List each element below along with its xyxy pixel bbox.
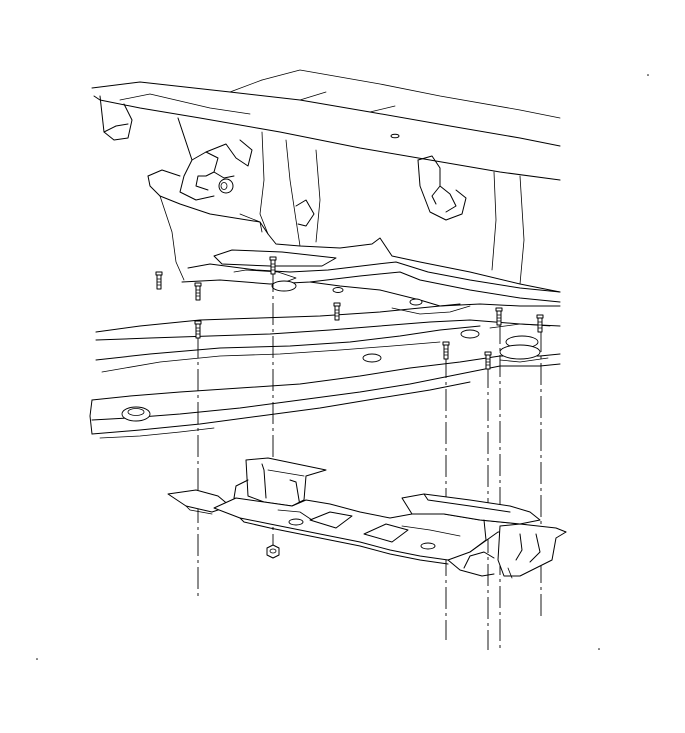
- mounting-studs: [155, 256, 544, 370]
- stud: [333, 302, 341, 321]
- stud: [269, 256, 277, 275]
- skid-plate-shield: [167, 457, 567, 579]
- stud: [194, 282, 202, 301]
- stud: [155, 271, 163, 290]
- assembly-center-lines: [197, 270, 542, 650]
- stud: [194, 320, 202, 339]
- stud: [495, 307, 503, 326]
- hex-nut: [266, 544, 280, 559]
- stud: [442, 341, 450, 360]
- stud: [536, 314, 544, 333]
- vehicle-underbody-frame: [89, 69, 561, 439]
- print-specks: [36, 74, 649, 660]
- stud: [484, 351, 492, 370]
